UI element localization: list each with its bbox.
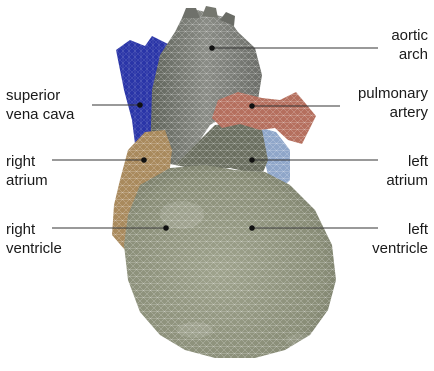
- label-right-ventricle: right ventricle: [6, 220, 62, 258]
- label-right-ventricle-line1: right: [6, 220, 62, 239]
- marker-right-ventricle: [163, 225, 169, 231]
- label-aortic-arch: aortic arch: [391, 26, 428, 64]
- label-left-ventricle: left ventricle: [372, 220, 428, 258]
- label-left-ventricle-line2: ventricle: [372, 239, 428, 258]
- ventricles-shape: [124, 165, 336, 358]
- marker-aortic-arch: [209, 45, 215, 51]
- marker-left-ventricle: [249, 225, 255, 231]
- label-left-atrium-line1: left: [386, 152, 428, 171]
- label-pulmonary-artery-line1: pulmonary: [358, 84, 428, 103]
- label-aortic-arch-line1: aortic: [391, 26, 428, 45]
- marker-left-atrium: [249, 157, 255, 163]
- label-right-atrium: right atrium: [6, 152, 48, 190]
- label-left-atrium-line2: atrium: [386, 171, 428, 190]
- marker-pulmonary-artery: [249, 103, 255, 109]
- marker-superior-vena-cava: [137, 102, 143, 108]
- label-right-ventricle-line2: ventricle: [6, 239, 62, 258]
- label-right-atrium-line1: right: [6, 152, 48, 171]
- label-left-atrium: left atrium: [386, 152, 428, 190]
- label-right-atrium-line2: atrium: [6, 171, 48, 190]
- label-pulmonary-artery: pulmonary artery: [358, 84, 428, 122]
- label-left-ventricle-line1: left: [372, 220, 428, 239]
- marker-right-atrium: [141, 157, 147, 163]
- label-superior-vena-cava: superior vena cava: [6, 86, 74, 124]
- label-superior-vena-cava-line2: vena cava: [6, 105, 74, 124]
- label-superior-vena-cava-line1: superior: [6, 86, 74, 105]
- label-aortic-arch-line2: arch: [391, 45, 428, 64]
- label-pulmonary-artery-line2: artery: [358, 103, 428, 122]
